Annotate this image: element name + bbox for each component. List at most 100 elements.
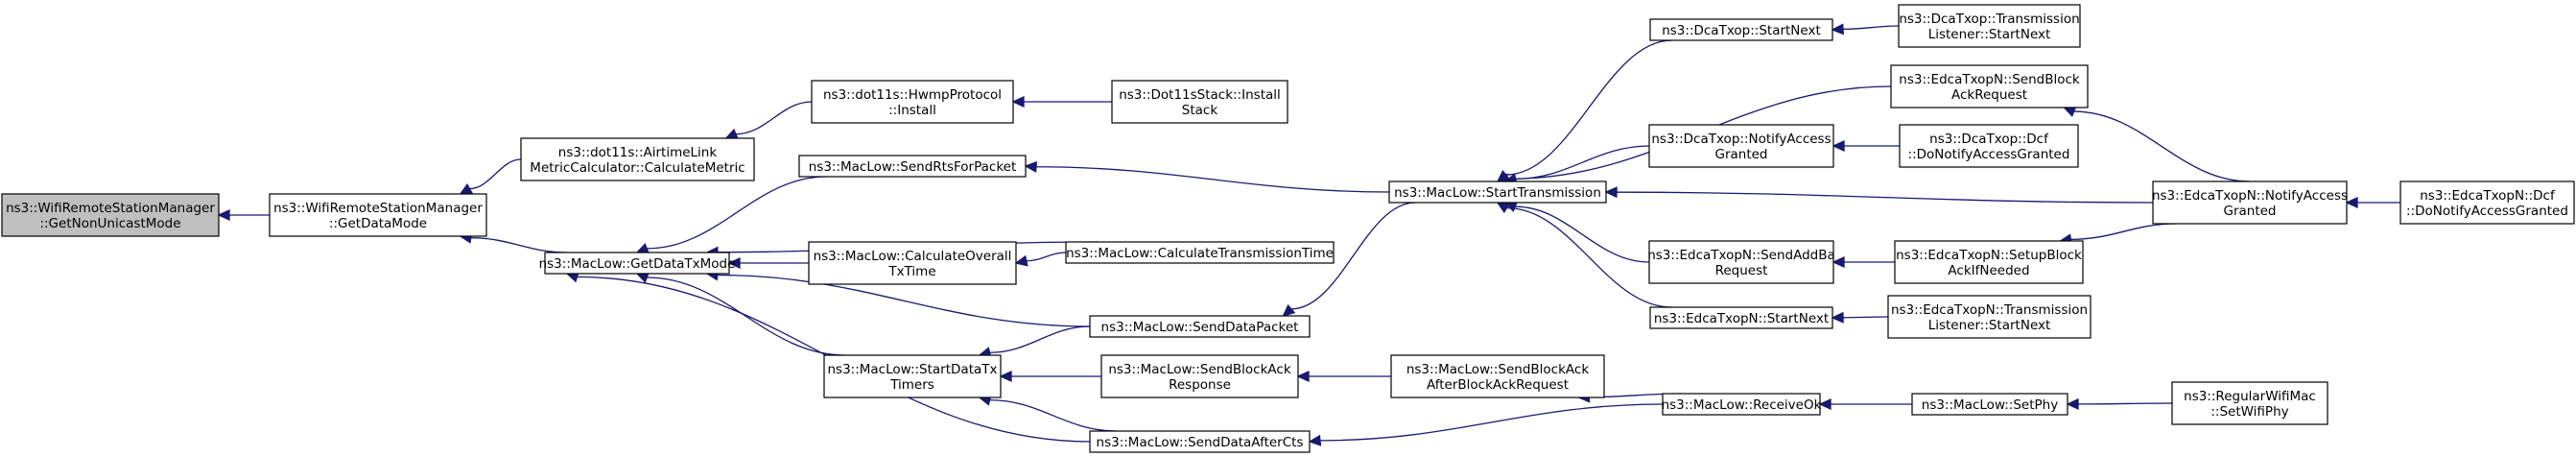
node-box [1911,393,2068,416]
node-regularSetPhy[interactable]: ns3::RegularWifiMac::SetWifiPhy [2171,381,2328,425]
arrowhead [999,370,1012,383]
edge-line [1026,252,1067,262]
node-label-line: ns3::MacLow::GetDataTxMode [539,256,736,272]
node-label-line: AfterBlockAckRequest [1427,377,1569,393]
node-edcaNotify[interactable]: ns3::EdcaTxopN::NotifyAccessGranted [2152,180,2348,225]
edge-line [2070,223,2177,241]
node-dcaStartNext[interactable]: ns3::DcaTxop::StartNext [1649,18,1833,41]
node-box [1089,315,1311,338]
edge-edcaStartNext-to-startTransmission [1496,202,1672,308]
node-label-line: ns3::MacLow::StartTransmission [1394,185,1601,201]
node-label-line: ::GetNonUnicastMode [39,216,180,231]
node-box [1089,430,1311,453]
node-getNonUnicastMode[interactable]: ns3::WifiRemoteStationManager::GetNonUni… [1,193,220,237]
edge-airtime-to-getDataMode [459,158,522,195]
node-sendRts[interactable]: ns3::MacLow::SendRtsForPacket [798,155,1027,178]
edge-receiveOk-to-sendDataAfterCts [1308,403,1664,446]
edge-line [647,176,827,250]
node-label-line: Granted [2223,204,2276,219]
node-box [1648,124,1834,168]
edge-edcaDcfNotify-to-edcaNotify [2345,196,2401,209]
node-label-line: ns3::MacLow::SendDataPacket [1101,320,1299,335]
node-hwmpInstall[interactable]: ns3::dot11s::HwmpProtocol::Install [811,80,1014,124]
node-label-line: ::GetDataMode [329,216,427,231]
node-getDataTxMode[interactable]: ns3::MacLow::GetDataTxMode [539,252,736,275]
edge-line [717,274,1091,327]
node-label-line: ns3::RegularWifiMac [2184,389,2316,404]
arrowhead [1832,255,1845,269]
edge-line [647,277,846,356]
arrowhead [1011,95,1025,108]
node-label-line: ns3::WifiRemoteStationManager [6,201,215,216]
node-box [1890,64,2089,108]
node-airtime[interactable]: ns3::dot11s::AirtimeLinkMetricCalculator… [520,137,755,181]
node-edcaDcfNotify[interactable]: ns3::EdcaTxopN::Dcf::DoNotifyAccessGrant… [2399,180,2575,225]
node-dcaTransListener[interactable]: ns3::DcaTxop::TransmissionListener::Star… [1898,4,2081,48]
edge-line [2077,402,2173,405]
node-sendDataAfterCts[interactable]: ns3::MacLow::SendDataAfterCts [1089,430,1311,453]
node-startTransmission[interactable]: ns3::MacLow::StartTransmission [1388,180,1607,204]
edge-line [735,101,813,135]
node-dcaNotify[interactable]: ns3::DcaTxop::NotifyAccessGranted [1648,124,1834,168]
arrowhead [727,256,741,270]
arrowhead [1831,23,1844,36]
edge-line [1842,25,1900,31]
node-label-line: Timers [889,377,934,393]
node-box [1898,4,2081,48]
edge-line [1506,207,1672,308]
edge-line [1319,403,1664,442]
node-box [1649,18,1833,41]
node-label-line: ns3::EdcaTxopN::Dcf [2420,188,2556,204]
arrowhead [1818,397,1832,411]
arrowhead [1604,186,1618,199]
edge-calcTransTime-to-calcOverall [1014,252,1067,267]
node-label-line: ns3::MacLow::StartDataTx [827,362,997,377]
edge-line [1035,166,1390,193]
node-box [2152,180,2348,225]
edge-dcaTransListener-to-dcaStartNext [1831,23,1900,36]
edge-line [469,158,522,190]
node-label-line: ns3::DcaTxop::Transmission [1899,12,2079,27]
node-setPhy[interactable]: ns3::MacLow::SetPhy [1911,393,2068,416]
node-box [1100,354,1299,398]
node-box [1887,295,2092,339]
node-sendBlockAckAfter[interactable]: ns3::MacLow::SendBlockAckAfterBlockAckRe… [1390,354,1605,398]
edge-sendRts-to-getDataTxMode [635,176,827,254]
node-label-line: Listener::StartNext [1928,318,2051,333]
node-label-line: AckIfNeeded [1948,263,2029,278]
node-box [798,155,1027,178]
node-box [269,193,487,237]
edge-startTransmission-to-sendDataPacket [1282,202,1416,318]
arrowhead [2062,106,2077,117]
node-getDataMode[interactable]: ns3::WifiRemoteStationManager::GetDataMo… [269,193,487,237]
node-edcaTransListener[interactable]: ns3::EdcaTxopN::TransmissionListener::St… [1887,295,2092,339]
edge-regularSetPhy-to-setPhy [2066,397,2173,410]
node-calcTransTime[interactable]: ns3::MacLow::CalculateTransmissionTime [1065,241,1335,264]
node-receiveOk[interactable]: ns3::MacLow::ReceiveOk [1662,393,1822,416]
node-label-line: ns3::EdcaTxopN::Transmission [1891,302,2088,318]
nodes-layer: ns3::WifiRemoteStationManager::GetNonUni… [1,4,2575,453]
edge-getDataMode-to-getNonUnicastMode [217,208,270,222]
node-edcaStartNext[interactable]: ns3::EdcaTxopN::StartNext [1649,306,1833,329]
edge-startDataTx-to-getDataTxMode [635,272,846,356]
node-box [1390,354,1605,398]
node-label-line: MetricCalculator::CalculateMetric [530,160,744,176]
node-box [1894,240,2084,284]
node-dcaDcfNotify[interactable]: ns3::DcaTxop::Dcf::DoNotifyAccessGranted [1899,124,2079,168]
edge-dcaStartNext-to-startTransmission [1496,39,1672,182]
edge-line [989,325,1091,353]
arrowhead [1296,370,1310,383]
edge-line [1290,202,1416,310]
node-label-line: ns3::MacLow::SendBlockAck [1406,362,1589,377]
node-sendDataPacket[interactable]: ns3::MacLow::SendDataPacket [1089,315,1311,338]
edge-line [2073,110,2251,182]
node-label-line: Listener::StartNext [1928,27,2051,42]
arrowhead [2066,397,2079,410]
